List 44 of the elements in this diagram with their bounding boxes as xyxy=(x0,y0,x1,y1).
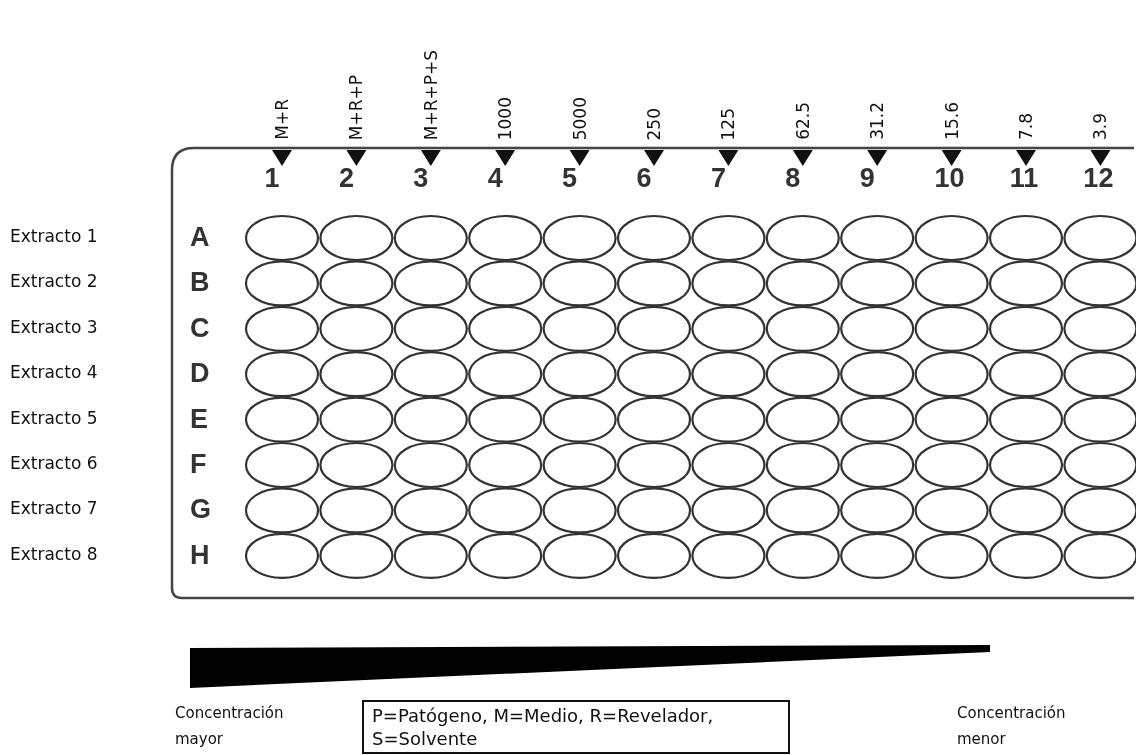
column-number: 4 xyxy=(487,163,503,194)
row-letter: D xyxy=(190,358,210,390)
concentration-label: Concentración menor xyxy=(957,703,1067,750)
row-label: Extracto 3 xyxy=(10,316,98,337)
column-header: 7.8 xyxy=(1016,112,1036,140)
column-number: 7 xyxy=(710,163,726,194)
row-label: Extracto 6 xyxy=(10,453,98,473)
row-label: Extracto 4 xyxy=(10,362,98,383)
row-label: Extracto 2 xyxy=(10,271,98,292)
column-number: 6 xyxy=(636,163,652,194)
well-plate-outline xyxy=(170,146,1134,600)
row-letter: A xyxy=(190,222,210,253)
row-label: Extracto 1 xyxy=(10,226,98,246)
column-number: 1 xyxy=(264,163,280,194)
column-header: M+R+P+S xyxy=(420,49,441,140)
column-header: 1000 xyxy=(495,96,516,140)
column-header: 3.9 xyxy=(1090,112,1111,140)
row-label: Extracto 7 xyxy=(10,498,98,519)
concentration-label: Concentración mayor xyxy=(175,703,285,750)
column-number: 12 xyxy=(1083,163,1114,194)
column-number: 2 xyxy=(338,163,354,194)
column-number: 3 xyxy=(413,163,429,194)
column-number: 8 xyxy=(785,163,801,194)
column-header: 31.2 xyxy=(867,102,888,140)
column-header: M+R+P xyxy=(346,74,367,140)
row-letter: F xyxy=(190,449,207,480)
column-header: 125 xyxy=(718,107,739,140)
row-letter: G xyxy=(190,494,211,526)
column-header: 15.6 xyxy=(941,102,962,140)
row-label: Extracto 8 xyxy=(10,543,98,564)
row-letter: E xyxy=(190,403,208,435)
column-number: 5 xyxy=(562,163,578,194)
column-header: 5000 xyxy=(569,96,590,140)
row-letter: H xyxy=(190,539,210,571)
column-number: 10 xyxy=(934,163,965,194)
column-header: 62.5 xyxy=(792,102,813,140)
column-header: M+R xyxy=(272,99,292,140)
legend-note-box: P=Patógeno, M=Medio, R=Revelador, S=Solvente xyxy=(362,700,790,754)
row-label: Extracto 5 xyxy=(10,407,98,428)
column-number: 9 xyxy=(859,163,875,194)
row-letter: B xyxy=(190,267,210,299)
column-number: 11 xyxy=(1009,163,1039,194)
row-letter: C xyxy=(190,312,210,344)
column-header: 250 xyxy=(644,107,664,140)
